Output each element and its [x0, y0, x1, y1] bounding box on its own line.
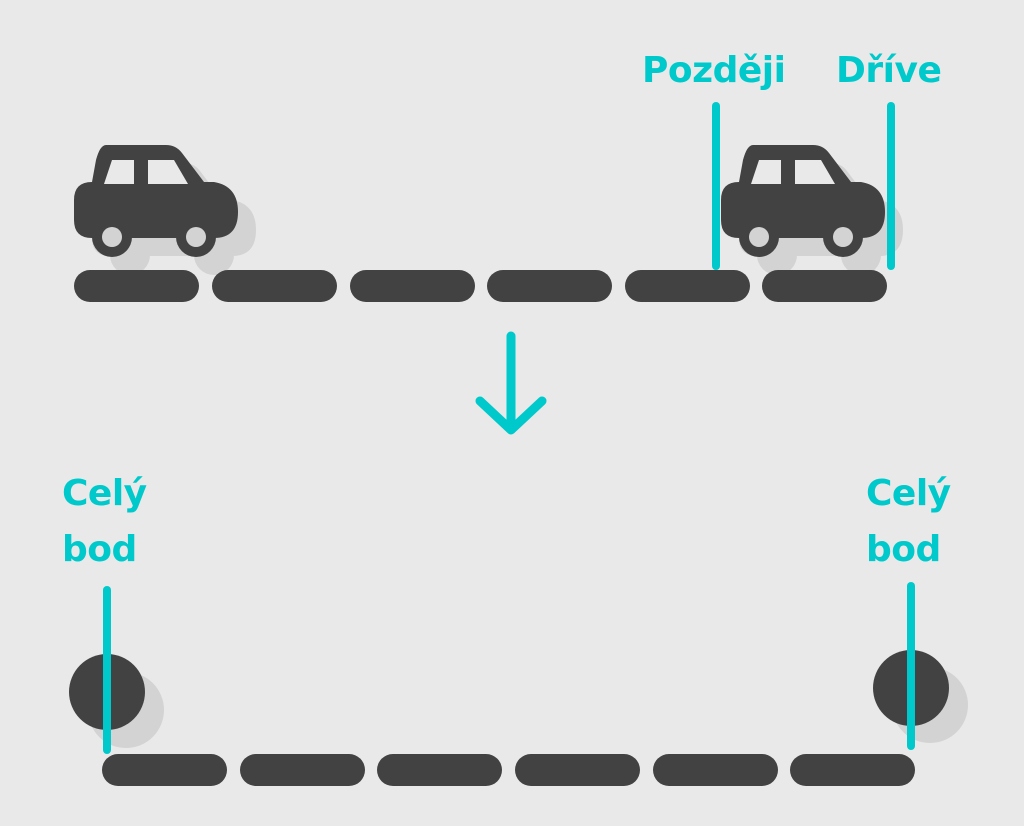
label-whole-point-left-line2: bod: [62, 529, 137, 570]
road-dash: [377, 754, 502, 786]
road-dash: [212, 270, 337, 302]
road-dash: [762, 270, 887, 302]
road-dash: [102, 754, 227, 786]
marker-earlier: [887, 102, 895, 270]
marker-whole-point-left: [103, 586, 111, 754]
road-dash: [653, 754, 778, 786]
road-dash: [240, 754, 365, 786]
road-dash: [515, 754, 640, 786]
road-dash: [74, 270, 199, 302]
marker-later: [712, 102, 720, 270]
label-earlier: Dříve: [836, 50, 942, 91]
car-icon-left: [74, 145, 238, 257]
marker-whole-point-right: [907, 582, 915, 750]
car-icon-right: [721, 145, 885, 257]
road-dash: [625, 270, 750, 302]
road-dash: [487, 270, 612, 302]
label-later: Později: [642, 50, 786, 91]
arrow-down-icon: [475, 331, 547, 435]
road-dash: [350, 270, 475, 302]
label-whole-point-right-line1: Celý: [866, 473, 951, 514]
road-dash: [790, 754, 915, 786]
label-whole-point-right-line2: bod: [866, 529, 941, 570]
label-whole-point-left-line1: Celý: [62, 473, 147, 514]
